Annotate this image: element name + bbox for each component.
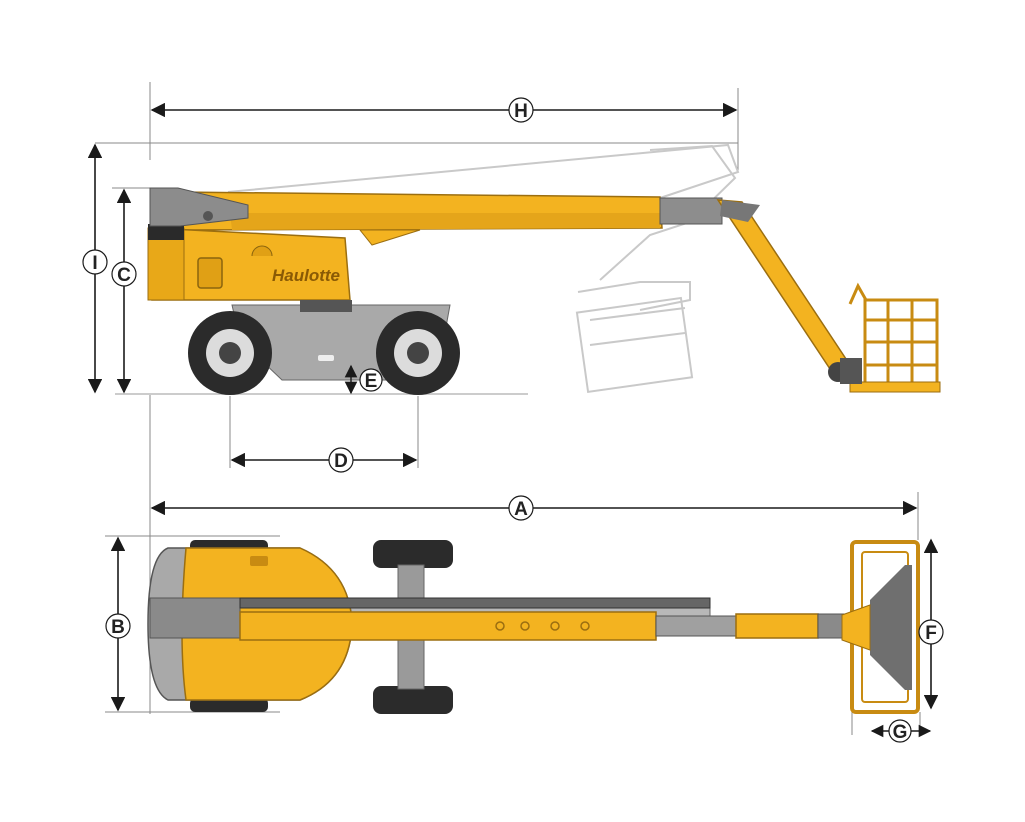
boom-top <box>239 597 853 641</box>
dim-label-e: E <box>365 371 378 392</box>
dim-label-g: G <box>893 722 908 743</box>
main-boom <box>175 191 723 246</box>
dim-label-c: C <box>117 265 131 286</box>
tire-top <box>373 540 453 568</box>
top-view: A B F G <box>105 395 944 743</box>
dim-label-f: F <box>925 623 937 644</box>
dim-label-d: D <box>334 451 348 472</box>
brand-logo: Haulotte <box>272 266 340 285</box>
platform-rotator <box>840 358 862 384</box>
platform-floor <box>849 381 941 393</box>
side-view: Haulotte H I C <box>82 82 941 473</box>
tire-top <box>373 686 453 714</box>
tire-top <box>190 698 268 712</box>
platform-basket-top <box>841 540 920 714</box>
front-wheel <box>376 311 460 395</box>
jib-arm <box>716 199 854 382</box>
dim-label-i: I <box>92 253 97 274</box>
turret: Haulotte <box>147 187 351 301</box>
dim-label-a: A <box>514 499 528 520</box>
rear-wheel <box>188 311 272 395</box>
platform-basket-side <box>848 282 939 390</box>
dim-label-b: B <box>111 617 125 638</box>
dim-label-h: H <box>514 101 528 122</box>
